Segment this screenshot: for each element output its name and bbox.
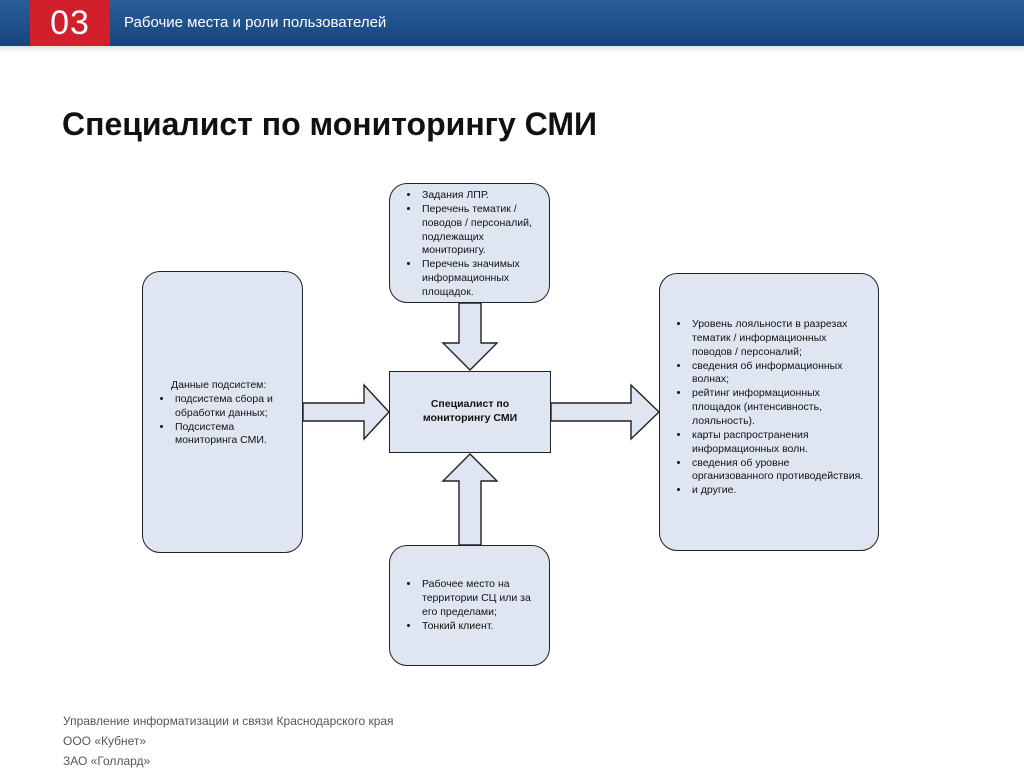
header-shadow <box>0 46 1024 52</box>
list-item: и другие. <box>690 484 868 498</box>
right-box: Уровень лояльности в разрезах тематик / … <box>659 273 879 551</box>
top-box-list: Задания ЛПР. Перечень тематик / поводов … <box>390 189 543 300</box>
list-item: Уровень лояльности в разрезах тематик / … <box>690 318 868 360</box>
list-item: Перечень тематик / поводов / персоналий,… <box>420 203 543 258</box>
header-bar: 03 Рабочие места и роли пользователей <box>0 0 1024 46</box>
arrow-right-from-left <box>302 383 390 441</box>
right-box-list: Уровень лояльности в разрезах тематик / … <box>660 318 868 498</box>
list-item: Тонкий клиент. <box>420 620 541 634</box>
bottom-box-list: Рабочее место на территории СЦ или за ег… <box>390 578 541 633</box>
top-box: Задания ЛПР. Перечень тематик / поводов … <box>389 183 550 303</box>
bottom-box: Рабочее место на территории СЦ или за ег… <box>389 545 550 666</box>
footer-line: ЗАО «Голлард» <box>63 754 151 768</box>
left-box: Данные подсистем: подсистема сбора и обр… <box>142 271 303 553</box>
section-number: 03 <box>30 0 110 46</box>
footer-line: ООО «Кубнет» <box>63 734 147 748</box>
footer-line: Управление информатизации и связи Красно… <box>63 714 394 728</box>
footer: Управление информатизации и связи Красно… <box>63 711 394 771</box>
center-role-box: Специалист по мониторингу СМИ <box>389 371 551 453</box>
arrow-down-from-top <box>441 302 499 371</box>
list-item: подсистема сбора и обработки данных; <box>173 393 294 421</box>
section-title: Рабочие места и роли пользователей <box>124 14 387 31</box>
arrow-up-from-bottom <box>441 453 499 546</box>
list-item: Рабочее место на территории СЦ или за ег… <box>420 578 541 620</box>
list-item: Подсистема мониторинга СМИ. <box>173 421 294 449</box>
list-item: карты распространения информационных вол… <box>690 429 868 457</box>
arrow-right-to-right <box>550 383 661 441</box>
list-item: рейтинг информационных площадок (интенси… <box>690 387 868 429</box>
left-box-list: подсистема сбора и обработки данных; Под… <box>143 393 294 448</box>
list-item: сведения об уровне организованного проти… <box>690 457 868 485</box>
list-item: сведения об информационных волнах; <box>690 360 868 388</box>
left-box-heading: Данные подсистем: <box>171 379 267 391</box>
slide-title: Специалист по мониторингу СМИ <box>62 106 597 142</box>
list-item: Перечень значимых информационных площадо… <box>420 258 543 300</box>
list-item: Задания ЛПР. <box>420 189 543 203</box>
